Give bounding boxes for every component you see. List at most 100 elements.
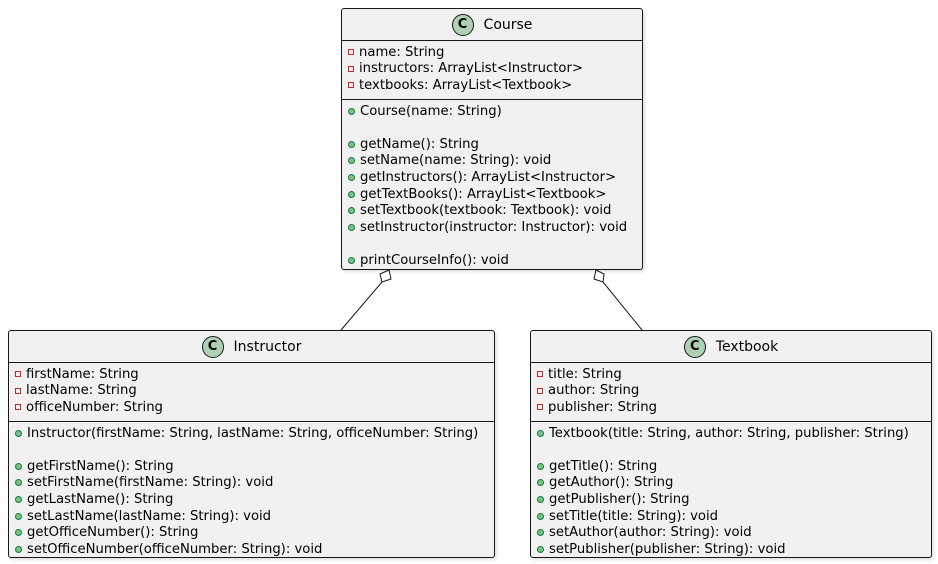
private-visibility-icon (537, 404, 543, 411)
member-spacer (348, 119, 642, 136)
method-item: setTitle(title: String): void (537, 508, 931, 525)
member-text: setOfficeNumber(officeNumber: String): v… (27, 541, 323, 557)
method-item: setPublisher(publisher: String): void (537, 541, 931, 558)
method-item: setOfficeNumber(officeNumber: String): v… (15, 541, 494, 558)
member-spacer (15, 441, 494, 458)
method-item: getTitle(): String (537, 458, 931, 475)
class-header: C Textbook (531, 331, 931, 363)
public-visibility-icon (15, 462, 22, 470)
private-visibility-icon (348, 49, 354, 56)
method-item: getInstructors(): ArrayList<Instructor> (348, 169, 642, 186)
member-text: publisher: String (548, 399, 657, 415)
method-item: Course(name: String) (348, 103, 642, 120)
member-spacer (348, 236, 642, 253)
member-text: setName(name: String): void (360, 153, 552, 169)
member-text: getTextBooks(): ArrayList<Textbook> (360, 186, 607, 202)
member-text: setInstructor(instructor: Instructor): v… (360, 219, 628, 235)
public-visibility-icon (15, 545, 22, 553)
member-text: firstName: String (26, 366, 139, 382)
member-text: getLastName(): String (27, 491, 174, 507)
member-text: Textbook(title: String, author: String, … (549, 425, 909, 441)
class-name: Course (483, 16, 533, 33)
public-visibility-icon (537, 545, 544, 553)
member-text: getFirstName(): String (27, 458, 174, 474)
member-text: setAuthor(author: String): void (549, 525, 752, 541)
field-item: publisher: String (537, 399, 931, 416)
aggregation-diamond-icon (593, 269, 605, 283)
public-visibility-icon (15, 429, 22, 437)
method-item: getTextBooks(): ArrayList<Textbook> (348, 186, 642, 203)
member-text: name: String (359, 44, 445, 60)
method-item: Textbook(title: String, author: String, … (537, 425, 931, 442)
member-text: getInstructors(): ArrayList<Instructor> (360, 169, 617, 185)
class-header: C Course (342, 9, 642, 41)
class-stereotype-icon: C (201, 335, 224, 358)
member-text: lastName: String (26, 383, 137, 399)
member-text: Instructor(firstName: String, lastName: … (27, 425, 479, 441)
method-item: getAuthor(): String (537, 475, 931, 492)
public-visibility-icon (348, 107, 355, 115)
member-text: getAuthor(): String (549, 475, 674, 491)
private-visibility-icon (15, 387, 21, 394)
member-text: setPublisher(publisher: String): void (549, 541, 786, 557)
methods-section: Textbook(title: String, author: String, … (531, 422, 931, 563)
private-visibility-icon (537, 371, 543, 378)
method-item: setName(name: String): void (348, 153, 642, 170)
public-visibility-icon (15, 529, 22, 537)
member-spacer (537, 441, 931, 458)
member-text: setFirstName(firstName: String): void (27, 475, 274, 491)
aggregation-course-instructor (340, 269, 392, 331)
public-visibility-icon (537, 529, 544, 537)
method-item: getFirstName(): String (15, 458, 494, 475)
public-visibility-icon (15, 512, 22, 520)
field-item: instructors: ArrayList<Instructor> (348, 61, 642, 78)
field-item: textbooks: ArrayList<Textbook> (348, 77, 642, 94)
member-text: getOfficeNumber(): String (27, 525, 199, 541)
member-text: setLastName(lastName: String): void (27, 508, 272, 524)
member-text: printCourseInfo(): void (360, 252, 509, 268)
public-visibility-icon (348, 190, 355, 198)
public-visibility-icon (15, 495, 22, 503)
private-visibility-icon (348, 82, 354, 89)
member-text: author: String (548, 383, 640, 399)
public-visibility-icon (348, 173, 355, 181)
public-visibility-icon (537, 512, 544, 520)
public-visibility-icon (348, 223, 355, 231)
method-item: setFirstName(firstName: String): void (15, 475, 494, 492)
field-item: officeNumber: String (15, 399, 494, 416)
member-text: getName(): String (360, 136, 479, 152)
public-visibility-icon (537, 479, 544, 487)
aggregation-course-textbook (593, 269, 643, 331)
member-text: setTitle(title: String): void (549, 508, 719, 524)
method-item: setLastName(lastName: String): void (15, 508, 494, 525)
field-item: author: String (537, 383, 931, 400)
method-item: getOfficeNumber(): String (15, 524, 494, 541)
member-text: getPublisher(): String (549, 491, 690, 507)
public-visibility-icon (348, 140, 355, 148)
public-visibility-icon (348, 256, 355, 264)
field-item: firstName: String (15, 366, 494, 383)
member-text: title: String (548, 366, 622, 382)
class-name: Instructor (233, 338, 302, 355)
field-item: name: String (348, 44, 642, 61)
method-item: setAuthor(author: String): void (537, 524, 931, 541)
public-visibility-icon (348, 207, 355, 215)
member-text: getTitle(): String (549, 458, 658, 474)
public-visibility-icon (537, 495, 544, 503)
member-text: setTextbook(textbook: Textbook): void (360, 203, 612, 219)
field-item: lastName: String (15, 383, 494, 400)
methods-section: Instructor(firstName: String, lastName: … (9, 422, 494, 563)
private-visibility-icon (348, 65, 354, 72)
member-text: textbooks: ArrayList<Textbook> (359, 77, 573, 93)
public-visibility-icon (537, 462, 544, 470)
method-item: getName(): String (348, 136, 642, 153)
class-name: Textbook (715, 338, 779, 355)
